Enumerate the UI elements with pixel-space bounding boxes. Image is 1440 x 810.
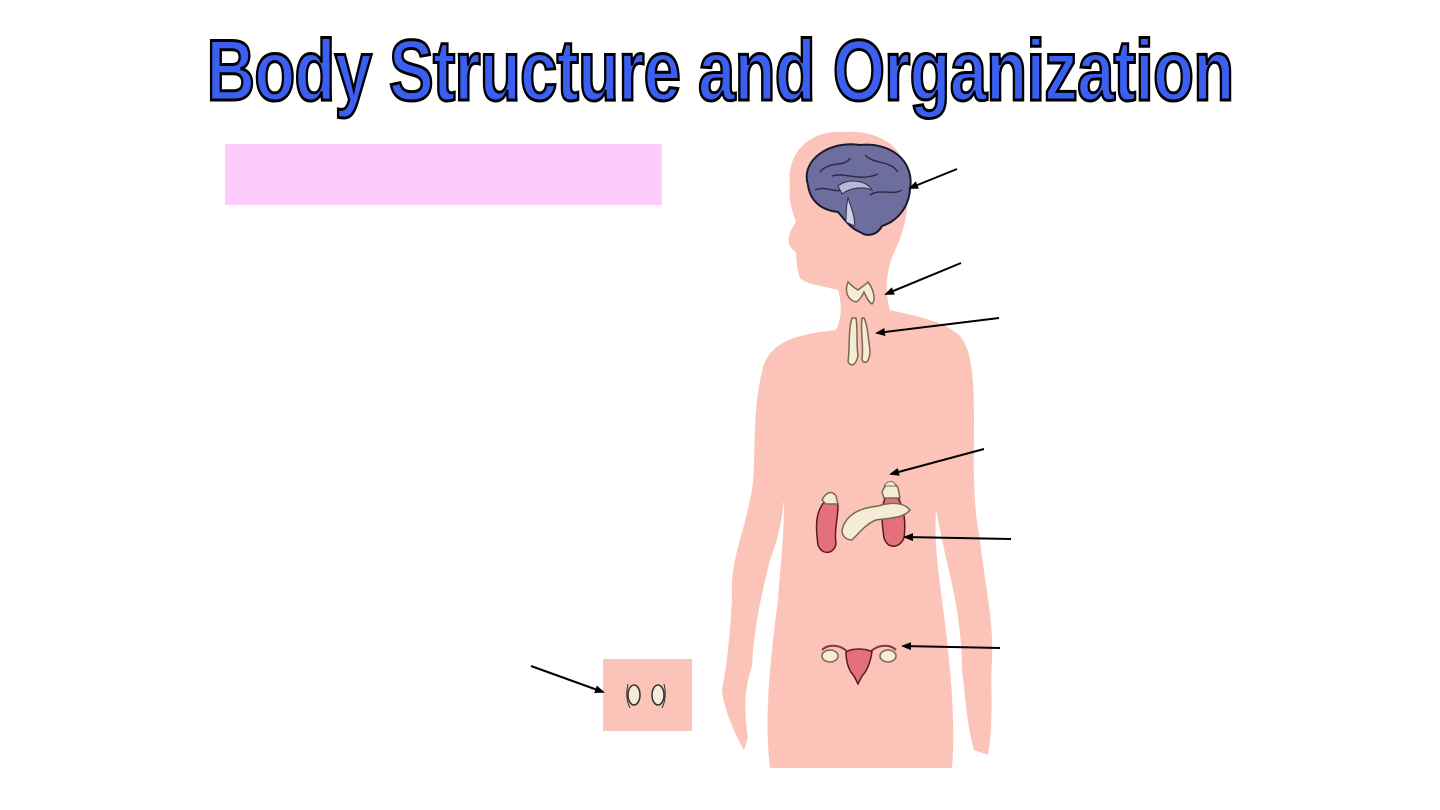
pointer-arrows <box>530 168 1012 694</box>
thymus-icon <box>847 317 871 366</box>
arrow-kidney <box>903 533 1012 542</box>
slide-title: Body Structure and Organization <box>205 22 1235 121</box>
body-silhouette <box>722 131 993 769</box>
testes-inset <box>603 659 692 731</box>
arrow-thymus <box>875 317 1000 336</box>
arrow-ovaries <box>901 642 1001 651</box>
ovaries-uterus-icon <box>821 644 897 686</box>
testes-icon <box>626 683 666 709</box>
arrow-testes <box>530 665 605 694</box>
brain-icon <box>805 143 912 236</box>
arrow-thyroid <box>884 262 962 295</box>
kidney-pancreas-icon <box>815 482 911 554</box>
arrow-brain <box>908 168 958 189</box>
adrenal-icon <box>883 481 897 487</box>
thyroid-icon <box>845 280 875 305</box>
label-box <box>225 144 662 205</box>
arrow-adrenal <box>889 448 985 476</box>
